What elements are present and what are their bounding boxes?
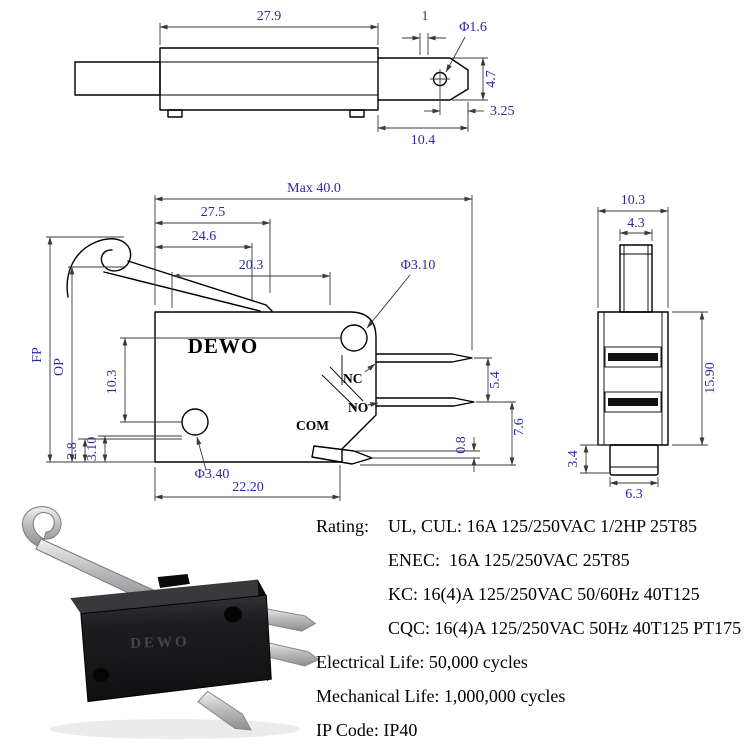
terminal-blade: [377, 57, 469, 101]
dim-terminal-bottom: 7.6: [360, 401, 527, 466]
dim-body-width: 27.9: [159, 9, 379, 45]
lever-curl: [66, 238, 132, 298]
dim-text: Φ3.40: [195, 467, 230, 482]
dim-hole-bottom-diameter: Φ3.40: [195, 436, 230, 482]
switch-side-geometry: [74, 47, 469, 118]
dim-text: 27.5: [201, 205, 226, 220]
terminal-nc: [375, 353, 473, 363]
dim-text: 20.3: [239, 258, 264, 273]
terminal-no: [375, 397, 475, 407]
dim-text: 4.3: [627, 216, 645, 231]
spec-ip-code: IP Code: IP40: [316, 720, 418, 740]
dim-text: FP: [30, 347, 45, 363]
dim-body-width: 10.3: [597, 193, 669, 308]
dim-terminal-thickness: 0.8: [356, 436, 480, 472]
dim-text: 3.25: [490, 104, 515, 119]
dim-text: 1: [422, 9, 429, 24]
dim-button-height: 3.4: [566, 444, 610, 474]
dim-fp: FP: [30, 236, 155, 463]
dim-text: 27.9: [257, 9, 282, 24]
dim-body-bottom: 22.20: [154, 465, 341, 501]
switch-body: [154, 311, 377, 463]
switch-side-geometry: [597, 244, 669, 476]
mounting-hole-top: [340, 324, 368, 352]
lever-arm: [103, 260, 273, 312]
terminal-slot-2: [608, 398, 658, 406]
dim-text: 6.3: [625, 487, 643, 502]
spec-rating-line: Rating: UL, CUL: 16A 125/250VAC 1/2HP 25T…: [316, 509, 750, 543]
dim-thickness: 1: [402, 9, 446, 55]
dim-text: 15.90: [703, 362, 718, 394]
dim-bottom-a: 2.8: [65, 438, 182, 463]
dim-text: 2.8: [65, 442, 80, 460]
dim-hole-offset: 20.3: [171, 258, 331, 308]
front-view-drawing: DEWO NC NO COM Max 40.0 27.5 24.6 20.3: [30, 181, 527, 501]
dim-text: 0.8: [454, 436, 469, 454]
dim-text: 22.20: [232, 480, 264, 495]
bottom-button: [609, 444, 659, 476]
dim-text: 7.6: [512, 418, 527, 436]
rating-value: UL, CUL: 16A 125/250VAC 1/2HP 25T85: [388, 516, 698, 536]
dim-terminal-height: 4.7: [452, 57, 499, 101]
dim-text: 4.7: [484, 70, 499, 88]
terminal-side-view-drawing: 27.9 1 Φ1.6 4.7 3.25 10.4: [74, 9, 515, 148]
photo-lever: [22, 506, 161, 606]
dim-bottom-b: 3.10: [85, 435, 182, 463]
rating-label: Rating:: [316, 516, 369, 536]
dim-text: 5.4: [488, 371, 503, 389]
mounting-hole-bottom: [181, 408, 209, 436]
dim-text: 10.4: [411, 133, 436, 148]
dim-text: OP: [52, 358, 67, 376]
actuator-arm: [74, 61, 161, 96]
dim-text: 3.10: [85, 437, 100, 462]
dim-text: Max 40.0: [287, 181, 341, 196]
photo-brand-text: DEWO: [130, 634, 190, 652]
spec-mechanical-life: Mechanical Life: 1,000,000 cycles: [316, 686, 566, 706]
spec-cqc: CQC: 16(4)A 125/250VAC 50Hz 40T125 PT175: [388, 618, 742, 638]
photo-hole-bottom: [93, 668, 110, 683]
photo-terminal-3: [197, 690, 252, 731]
label-no: NO: [348, 400, 368, 415]
dim-text: Φ3.10: [401, 258, 436, 273]
dim-body-top: 27.5: [154, 205, 271, 293]
dim-text: 3.4: [566, 450, 581, 468]
spec-kc: KC: 16(4)A 125/250VAC 50/60Hz 40T125: [388, 584, 700, 604]
label-nc: NC: [343, 371, 363, 386]
dim-terminal-length: 10.4: [377, 104, 469, 148]
side-view-drawing: 10.3 4.3 15.90 3.4 6.3: [566, 193, 718, 502]
photo-button: [157, 573, 190, 588]
dim-hole-offset: 3.25: [424, 87, 515, 119]
body-side: [597, 311, 669, 446]
photo-shadow: [50, 719, 300, 739]
dim-body-width-top: 24.6: [154, 229, 253, 300]
dim-text: 10.3: [621, 193, 646, 208]
specs-block: Rating: UL, CUL: 16A 125/250VAC 1/2HP 25T…: [316, 509, 750, 747]
product-photo: DEWO: [22, 506, 320, 739]
photo-body: DEWO: [70, 573, 320, 731]
dim-body-height: 15.90: [672, 311, 718, 446]
dim-max-width: Max 40.0: [154, 181, 473, 350]
dim-text: 10.3: [105, 370, 120, 395]
dim-hole-spacing: 10.3: [105, 337, 341, 423]
dim-text: 24.6: [192, 229, 217, 244]
spec-electrical-life: Electrical Life: 50,000 cycles: [316, 652, 528, 672]
label-com: COM: [296, 418, 329, 433]
dim-text: Φ1.6: [459, 20, 487, 35]
photo-hole-top: [223, 606, 242, 623]
terminal-com: [311, 445, 373, 465]
dim-op: OP: [52, 266, 124, 463]
terminal-slot-1: [608, 353, 658, 361]
dim-hole-top-diameter: Φ3.10: [366, 258, 436, 329]
plunger: [619, 244, 653, 313]
dim-hole-diameter: Φ1.6: [445, 20, 487, 73]
spec-enec: ENEC: 16A 125/250VAC 25T85: [388, 550, 630, 570]
dim-plunger-width: 4.3: [619, 216, 653, 241]
dim-terminal-gap: 5.4: [474, 357, 516, 403]
dim-button-width: 6.3: [609, 477, 659, 502]
